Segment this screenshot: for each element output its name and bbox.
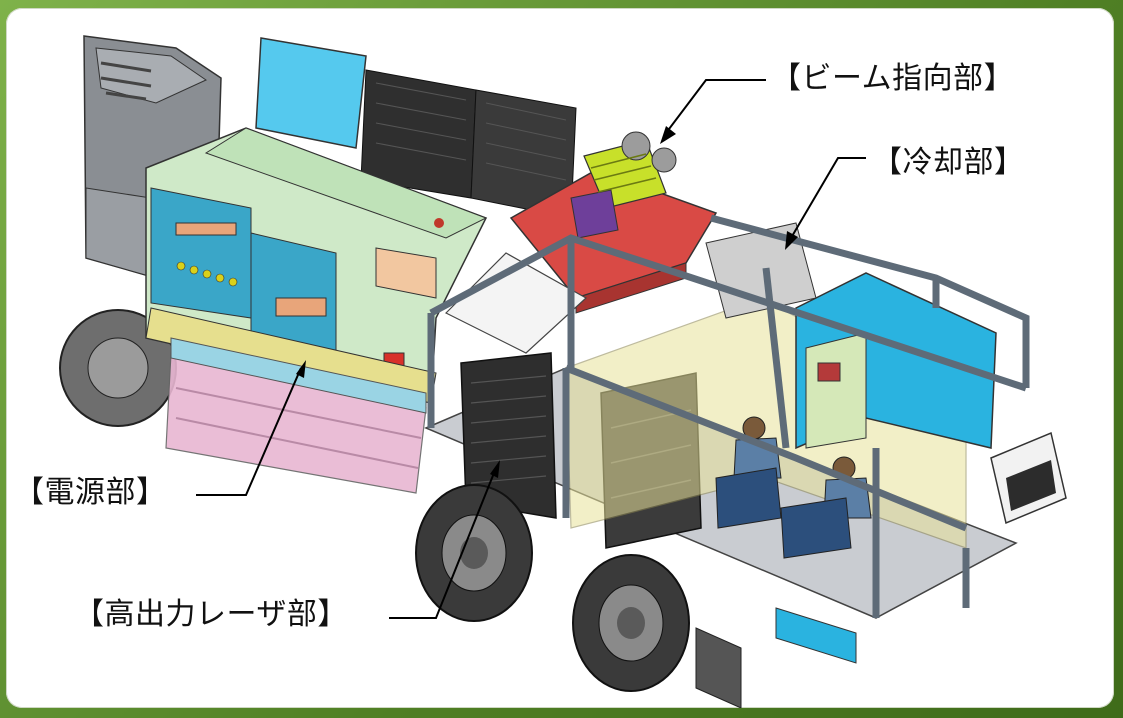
cooling-label: 【冷却部】	[872, 145, 1025, 180]
steel-frame	[427, 214, 1030, 618]
cyan-box	[255, 37, 367, 149]
diagram-panel: 【ビーム指向部】 【冷却部】 【電源部】 【高出力レーザ部】	[6, 8, 1114, 708]
power-unit	[145, 127, 488, 404]
truck-illustration	[59, 35, 1067, 708]
laser-label: 【高出力レーザ部】	[74, 597, 348, 632]
rear-box	[775, 607, 857, 664]
leader-lines	[196, 79, 866, 619]
white-panel	[444, 252, 588, 354]
power-label: 【電源部】	[14, 475, 167, 510]
arrowheads	[296, 126, 798, 478]
radiator-grille	[360, 69, 577, 219]
truck-wheels	[415, 484, 690, 692]
beam-director-label: 【ビーム指向部】	[771, 61, 1015, 96]
mudguard	[695, 627, 742, 708]
ac-unit	[990, 431, 1067, 525]
